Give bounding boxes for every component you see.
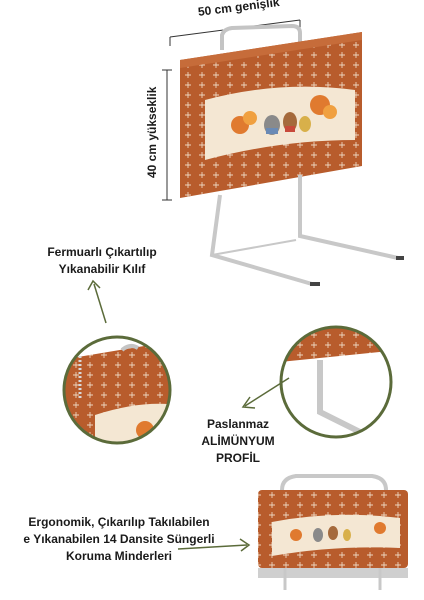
profile-line-3: PROFİL	[216, 451, 260, 465]
height-dimension-line	[162, 69, 172, 201]
top-handle	[220, 23, 302, 50]
profile-line-1: Paslanmaz	[206, 417, 270, 431]
aluminum-frame	[209, 175, 399, 286]
main-cushion	[180, 32, 362, 198]
profile-feature-text: Paslanmaz ALİMÜNYUM PROFİL	[190, 416, 286, 467]
width-dimension-line	[169, 19, 301, 46]
zipper-arrow	[87, 279, 107, 324]
profile-callout	[279, 325, 393, 439]
zipper-callout	[62, 335, 172, 445]
cushion-line-2: e Yıkanabilen 14 Dansite Süngerli	[23, 532, 215, 546]
cushion-line-3: Koruma Minderleri	[65, 549, 173, 563]
height-label: 40 cm yükseklik	[145, 86, 159, 178]
profile-arrow	[241, 377, 290, 409]
cushion-feature-text: Ergonomik, Çıkarılıp Takılabilen e Yıkan…	[0, 514, 238, 565]
cushion-line-1: Ergonomik, Çıkarılıp Takılabilen	[28, 515, 210, 529]
cushion-arrow	[177, 538, 251, 552]
zipper-line-1: Fermuarlı Çıkartılıp	[47, 245, 157, 259]
zipper-line-2: Yıkanabilir Kılıf	[58, 262, 146, 276]
cushion-product-image	[258, 474, 408, 590]
profile-line-2: ALİMÜNYUM	[201, 434, 275, 448]
zipper-feature-text: Fermuarlı Çıkartılıp Yıkanabilir Kılıf	[32, 244, 172, 278]
